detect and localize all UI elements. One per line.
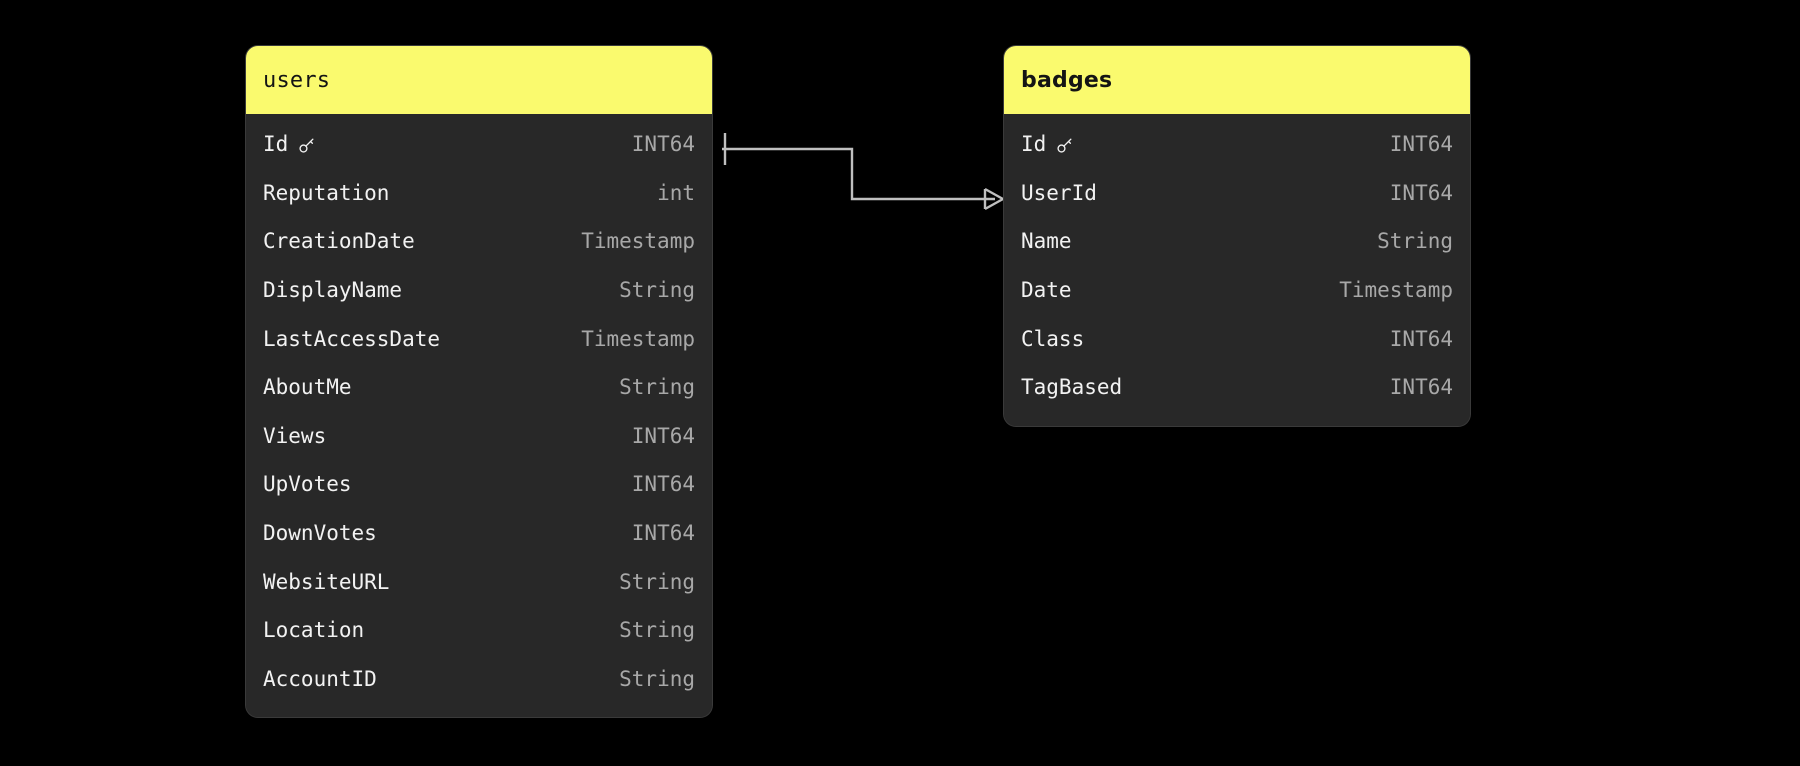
field-type-label: INT64	[631, 132, 695, 157]
field-row[interactable]: CreationDate Timestamp	[246, 217, 712, 266]
field-name-cell: TagBased	[1021, 375, 1122, 399]
field-type-label: String	[619, 569, 695, 594]
cardinality-many-marker	[983, 187, 1004, 211]
field-name-cell: CreationDate	[263, 229, 415, 253]
entity-header-badges[interactable]: badges	[1004, 46, 1470, 114]
field-name-label: UserId	[1021, 180, 1097, 205]
field-row[interactable]: Id INT64	[246, 120, 712, 169]
entity-header-users[interactable]: users	[246, 46, 712, 114]
entity-title-users: users	[263, 67, 331, 93]
field-name-cell: UpVotes	[263, 472, 352, 496]
field-type-label: INT64	[1389, 326, 1453, 351]
field-row[interactable]: AboutMe String	[246, 363, 712, 412]
field-name-cell: Id	[263, 132, 316, 156]
field-row[interactable]: UserId INT64	[1004, 169, 1470, 218]
field-name-label: AccountID	[263, 666, 377, 691]
field-row[interactable]: Class INT64	[1004, 314, 1470, 363]
field-name-cell: Views	[263, 424, 326, 448]
field-name-cell: Id	[1021, 132, 1074, 156]
field-row[interactable]: AccountID String	[246, 655, 712, 704]
field-type-label: String	[619, 618, 695, 643]
field-type-label: Timestamp	[581, 229, 695, 254]
field-row[interactable]: UpVotes INT64	[246, 460, 712, 509]
field-type-label: Timestamp	[1339, 278, 1453, 303]
field-name-cell: UserId	[1021, 181, 1097, 205]
field-name-label: Location	[263, 618, 365, 643]
field-name-label: LastAccessDate	[263, 326, 441, 351]
field-name-cell: Name	[1021, 229, 1072, 253]
field-name-label: Name	[1021, 229, 1072, 254]
field-name-cell: LastAccessDate	[263, 327, 440, 351]
field-name-label: Reputation	[263, 180, 390, 205]
field-name-cell: Class	[1021, 327, 1084, 351]
field-name-label: Id	[1021, 132, 1047, 157]
field-name-label: Class	[1021, 326, 1085, 351]
field-name-label: Date	[1021, 278, 1072, 303]
field-row[interactable]: Location String	[246, 606, 712, 655]
field-type-label: Timestamp	[581, 326, 695, 351]
field-type-label: INT64	[631, 521, 695, 546]
field-row[interactable]: TagBased INT64	[1004, 363, 1470, 412]
field-row[interactable]: Date Timestamp	[1004, 266, 1470, 315]
key-icon	[297, 136, 316, 155]
field-row[interactable]: Views INT64	[246, 412, 712, 461]
field-type-label: int	[657, 180, 695, 205]
field-name-label: WebsiteURL	[263, 569, 390, 594]
field-name-cell: Location	[263, 618, 364, 642]
field-row[interactable]: DisplayName String	[246, 266, 712, 315]
field-row[interactable]: Id INT64	[1004, 120, 1470, 169]
field-name-cell: WebsiteURL	[263, 570, 389, 594]
field-name-cell: Date	[1021, 278, 1072, 302]
field-row[interactable]: Name String	[1004, 217, 1470, 266]
field-name-cell: AccountID	[263, 667, 377, 691]
field-type-label: INT64	[1389, 132, 1453, 157]
field-type-label: INT64	[1389, 375, 1453, 400]
field-name-cell: DisplayName	[263, 278, 402, 302]
field-name-cell: DownVotes	[263, 521, 377, 545]
field-name-label: TagBased	[1021, 375, 1123, 400]
field-row[interactable]: LastAccessDate Timestamp	[246, 314, 712, 363]
field-name-label: Views	[263, 423, 327, 448]
field-name-label: AboutMe	[263, 375, 352, 400]
field-name-cell: AboutMe	[263, 375, 352, 399]
field-type-label: String	[619, 666, 695, 691]
key-icon	[1055, 136, 1074, 155]
field-type-label: String	[619, 278, 695, 303]
field-row[interactable]: DownVotes INT64	[246, 509, 712, 558]
entity-title-badges: badges	[1021, 67, 1113, 93]
field-type-label: INT64	[1389, 180, 1453, 205]
field-type-label: String	[1377, 229, 1453, 254]
connector-path	[722, 147, 995, 201]
field-name-label: CreationDate	[263, 229, 415, 254]
field-row[interactable]: Reputation int	[246, 169, 712, 218]
field-name-label: DisplayName	[263, 278, 403, 303]
field-type-label: INT64	[631, 423, 695, 448]
field-type-label: INT64	[631, 472, 695, 497]
field-row[interactable]: WebsiteURL String	[246, 557, 712, 606]
field-name-cell: Reputation	[263, 181, 389, 205]
field-name-label: Id	[263, 132, 289, 157]
field-name-label: DownVotes	[263, 521, 377, 546]
field-name-label: UpVotes	[263, 472, 352, 497]
field-type-label: String	[619, 375, 695, 400]
